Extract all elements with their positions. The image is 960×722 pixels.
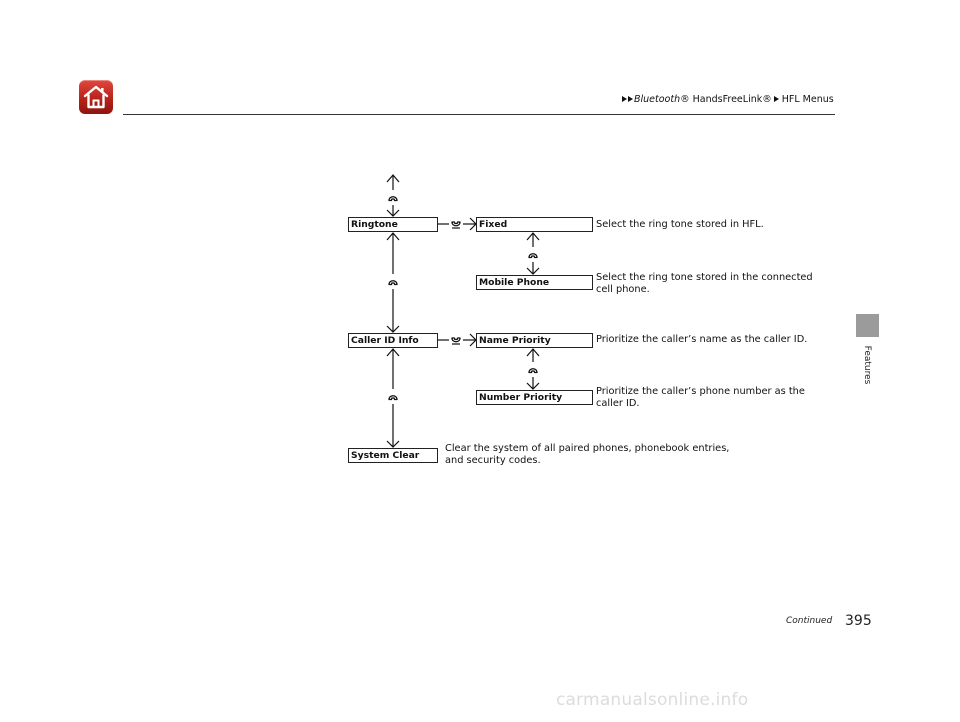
header-rule bbox=[123, 114, 835, 115]
description-system-clear: Clear the system of all paired phones, p… bbox=[445, 443, 730, 466]
page-number: 395 bbox=[845, 613, 872, 629]
home-button[interactable] bbox=[79, 80, 113, 114]
breadcrumb-item-bluetooth[interactable]: Bluetooth bbox=[634, 94, 681, 105]
main-column-connector bbox=[386, 174, 400, 448]
caller-id-to-name-connector bbox=[438, 333, 477, 347]
breadcrumb-arrow-icon bbox=[622, 96, 627, 102]
caller-id-options-connector bbox=[526, 348, 540, 390]
menu-item-ringtone[interactable]: Ringtone bbox=[348, 217, 438, 232]
breadcrumb-item-handsfreelink[interactable]: ® HandsFreeLink® bbox=[680, 94, 772, 105]
section-tab[interactable] bbox=[856, 314, 879, 337]
menu-item-system-clear[interactable]: System Clear bbox=[348, 448, 438, 463]
breadcrumb: Bluetooth® HandsFreeLink® HFL Menus bbox=[622, 94, 834, 105]
menu-item-caller-id-info[interactable]: Caller ID Info bbox=[348, 333, 438, 348]
watermark: carmanualsonline.info bbox=[556, 690, 749, 710]
description-mobile-phone: Select the ring tone stored in the conne… bbox=[596, 272, 813, 295]
option-name-priority[interactable]: Name Priority bbox=[476, 333, 593, 348]
continued-label: Continued bbox=[786, 616, 833, 626]
description-name-priority: Prioritize the caller’s name as the call… bbox=[596, 334, 808, 345]
description-fixed: Select the ring tone stored in HFL. bbox=[596, 219, 764, 230]
option-number-priority[interactable]: Number Priority bbox=[476, 390, 593, 405]
ringtone-options-connector bbox=[526, 232, 540, 275]
home-icon bbox=[83, 85, 109, 109]
option-fixed[interactable]: Fixed bbox=[476, 217, 593, 232]
option-mobile-phone[interactable]: Mobile Phone bbox=[476, 275, 593, 290]
description-number-priority: Prioritize the caller’s phone number as … bbox=[596, 386, 805, 409]
breadcrumb-arrow-icon bbox=[628, 96, 633, 102]
breadcrumb-arrow-icon bbox=[773, 96, 779, 102]
breadcrumb-item-hfl-menus[interactable]: HFL Menus bbox=[781, 94, 834, 105]
ringtone-to-fixed-connector bbox=[438, 217, 477, 231]
